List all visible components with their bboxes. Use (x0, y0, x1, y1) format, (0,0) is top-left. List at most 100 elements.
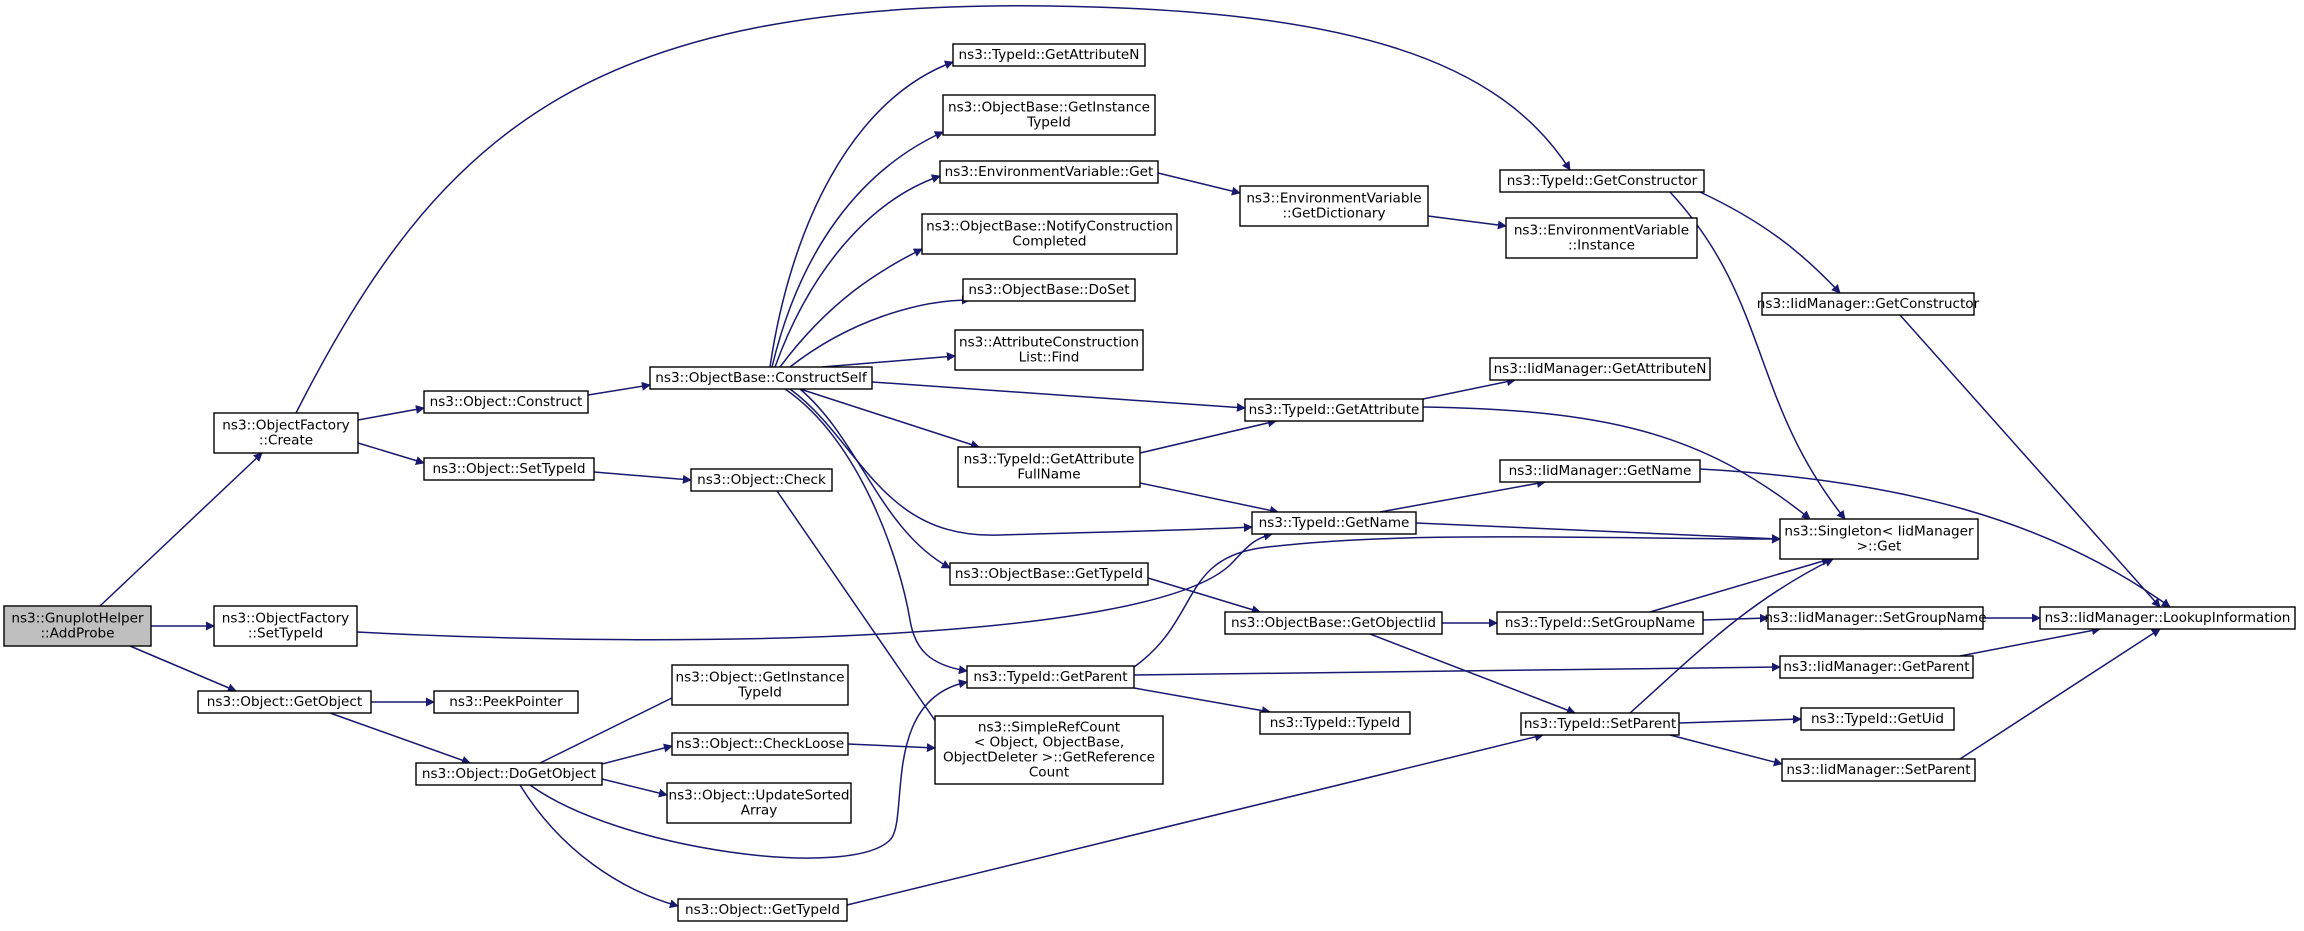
edge-typeid-getparent-to-singleton-get (1133, 534, 1781, 668)
node-typeid-setgroupname[interactable]: ns3::TypeId::SetGroupName (1496, 611, 1704, 635)
edge-typeid-getconstructor-to-singleton-get (1669, 191, 1846, 520)
node-label-line: ns3::ObjectBase::GetTypeId (955, 566, 1143, 582)
node-label-line: ns3::Object::GetTypeId (685, 902, 840, 918)
edge-typeid-getattributefullname-to-typeid-getattribute (1139, 418, 1277, 454)
node-label-line: ns3::IidManager::GetName (1509, 463, 1692, 479)
edge-typeid-getattribute-to-iidmanager-getattributen (1422, 377, 1516, 400)
node-box (415, 762, 603, 786)
node-typeid-getattributen[interactable]: ns3::TypeId::GetAttributeN (952, 43, 1146, 67)
node-typeid-typeid[interactable]: ns3::TypeId::TypeId (1259, 711, 1411, 735)
edge-typeid-getconstructor-to-iidmanager-getconstructor (1699, 191, 1841, 294)
node-factory-create[interactable]: ns3::ObjectFactory::Create (213, 412, 359, 454)
node-object-checkloose[interactable]: ns3::Object::CheckLoose (671, 732, 849, 756)
node-object-construct[interactable]: ns3::Object::Construct (423, 390, 589, 414)
node-object-check[interactable]: ns3::Object::Check (690, 468, 833, 492)
nodes-layer: ns3::GnuplotHelper::AddProbe ns3::ObjectF… (3, 43, 2296, 922)
edge-object-check-to-simplerefcount-getreferencecount (776, 490, 946, 736)
node-object-getobject[interactable]: ns3::Object::GetObject (197, 690, 372, 714)
edge-envvar-get-to-envvar-getdictionary (1157, 172, 1241, 196)
node-typeid-getattribute[interactable]: ns3::TypeId::GetAttribute (1244, 398, 1424, 422)
node-box (423, 457, 595, 481)
node-iidmanager-setgroupname[interactable]: ns3::IidManager::SetGroupName (1764, 606, 1987, 630)
node-label-line: ns3::TypeId::GetAttributeN (959, 47, 1140, 63)
node-typeid-setparent[interactable]: ns3::TypeId::SetParent (1520, 712, 1680, 736)
node-box (949, 562, 1149, 586)
edge-objectbase-constructself-to-typeid-getname (789, 388, 1253, 536)
node-typeid-getname[interactable]: ns3::TypeId::GetName (1251, 511, 1417, 535)
node-box (934, 715, 1164, 785)
node-object-dogetobject[interactable]: ns3::Object::DoGetObject (415, 762, 603, 786)
edge-object-getobject-to-object-dogetobject (329, 712, 471, 765)
node-typeid-getconstructor[interactable]: ns3::TypeId::GetConstructor (1499, 169, 1705, 193)
node-label-line: ns3::IidManager::GetAttributeN (1494, 361, 1707, 377)
node-box (952, 43, 1146, 67)
node-peekpointer[interactable]: ns3::PeekPointer (433, 690, 579, 714)
node-label-line: ::Instance (1568, 238, 1635, 254)
node-label-line: Count (1029, 765, 1069, 781)
node-objectbase-doset[interactable]: ns3::ObjectBase::DoSet (962, 278, 1136, 302)
node-objectbase-constructself[interactable]: ns3::ObjectBase::ConstructSelf (649, 366, 873, 390)
node-label-line: ns3::PeekPointer (449, 694, 563, 710)
node-label-line: Completed (1012, 234, 1086, 250)
node-label-line: ns3::ObjectBase::ConstructSelf (655, 370, 868, 386)
node-factory-settypeid[interactable]: ns3::ObjectFactory::SetTypeId (213, 605, 358, 647)
edge-object-checkloose-to-simplerefcount-getreferencecount (847, 743, 936, 753)
edge-envvar-getdictionary-to-envvar-instance (1427, 215, 1507, 230)
node-box (690, 468, 833, 492)
edge-typeid-setparent-to-singleton-get (1629, 558, 1834, 714)
node-envvar-getdictionary[interactable]: ns3::EnvironmentVariable::GetDictionary (1239, 185, 1429, 227)
node-label-line: ns3::ObjectFactory (222, 611, 349, 627)
edge-iidmanager-getparent-to-iidmanager-lookupinformation (1959, 626, 2101, 657)
node-box (957, 446, 1141, 488)
node-box (1520, 712, 1680, 736)
node-iidmanager-getname[interactable]: ns3::IidManager::GetName (1499, 459, 1701, 483)
edge-iidmanager-getname-to-iidmanager-lookupinformation (1699, 468, 2171, 608)
node-envvar-instance[interactable]: ns3::EnvironmentVariable::Instance (1505, 217, 1698, 259)
node-label-line: ns3::TypeId::TypeId (1270, 715, 1400, 731)
edge-typeid-getattribute-to-singleton-get (1422, 406, 1811, 520)
node-label-line: ns3::Object::GetInstance (676, 670, 845, 686)
node-envvar-get[interactable]: ns3::EnvironmentVariable::Get (939, 160, 1159, 184)
node-iidmanager-getconstructor[interactable]: ns3::IidManager::GetConstructor (1757, 292, 1980, 316)
edge-factory-create-to-object-construct (357, 405, 425, 421)
node-objectbase-notifyconstructioncompleted[interactable]: ns3::ObjectBase::NotifyConstructionCompl… (921, 213, 1178, 255)
node-box (962, 278, 1136, 302)
node-iidmanager-getattributen[interactable]: ns3::IidManager::GetAttributeN (1489, 357, 1711, 381)
node-iidmanager-setparent[interactable]: ns3::IidManager::SetParent (1781, 758, 1976, 782)
node-addprobe[interactable]: ns3::GnuplotHelper::AddProbe (3, 605, 152, 647)
node-singleton-get[interactable]: ns3::Singleton< IidManager>::Get (1779, 518, 1979, 560)
node-label-line: ns3::IidManager::GetParent (1783, 659, 1969, 675)
node-label-line: ::AddProbe (40, 626, 114, 642)
node-label-line: ns3::Object::DoGetObject (422, 766, 596, 782)
node-label-line: ns3::Object::SetTypeId (432, 461, 585, 477)
node-object-gettypeid[interactable]: ns3::Object::GetTypeId (677, 898, 848, 922)
edge-objectbase-constructself-to-objectbase-notifyconstructioncompleted (779, 248, 923, 368)
edge-objectbase-constructself-to-typeid-getattributen (769, 60, 954, 368)
node-label-line: ns3::Object::CheckLoose (676, 736, 844, 752)
node-iidmanager-getparent[interactable]: ns3::IidManager::GetParent (1779, 655, 1974, 679)
node-object-settypeid[interactable]: ns3::Object::SetTypeId (423, 457, 595, 481)
edge-objectbase-constructself-to-typeid-getattributefullname (799, 388, 980, 449)
edge-object-dogetobject-to-object-updatesortedarray (601, 778, 668, 798)
node-box (2039, 606, 2296, 630)
node-label-line: ns3::Object::Check (697, 472, 826, 488)
node-label-line: ns3::TypeId::SetGroupName (1505, 615, 1695, 631)
edge-addprobe-to-object-getobject (129, 645, 237, 692)
node-simplerefcount-getreferencecount[interactable]: ns3::SimpleRefCount< Object, ObjectBase,… (934, 715, 1164, 785)
node-box (1779, 518, 1979, 560)
node-typeid-getparent[interactable]: ns3::TypeId::GetParent (966, 665, 1135, 689)
edge-typeid-getparent-to-iidmanager-getparent (1133, 662, 1781, 676)
node-box (433, 690, 579, 714)
node-objectbase-getobjectiid[interactable]: ns3::ObjectBase::GetObjectIid (1224, 611, 1443, 635)
node-typeid-getuid[interactable]: ns3::TypeId::GetUid (1800, 707, 1955, 731)
node-box (213, 605, 358, 647)
node-iidmanager-lookupinformation[interactable]: ns3::IidManager::LookupInformation (2039, 606, 2296, 630)
node-objectbase-gettypeid[interactable]: ns3::ObjectBase::GetTypeId (949, 562, 1149, 586)
node-box (1505, 217, 1698, 259)
node-box (1239, 185, 1429, 227)
